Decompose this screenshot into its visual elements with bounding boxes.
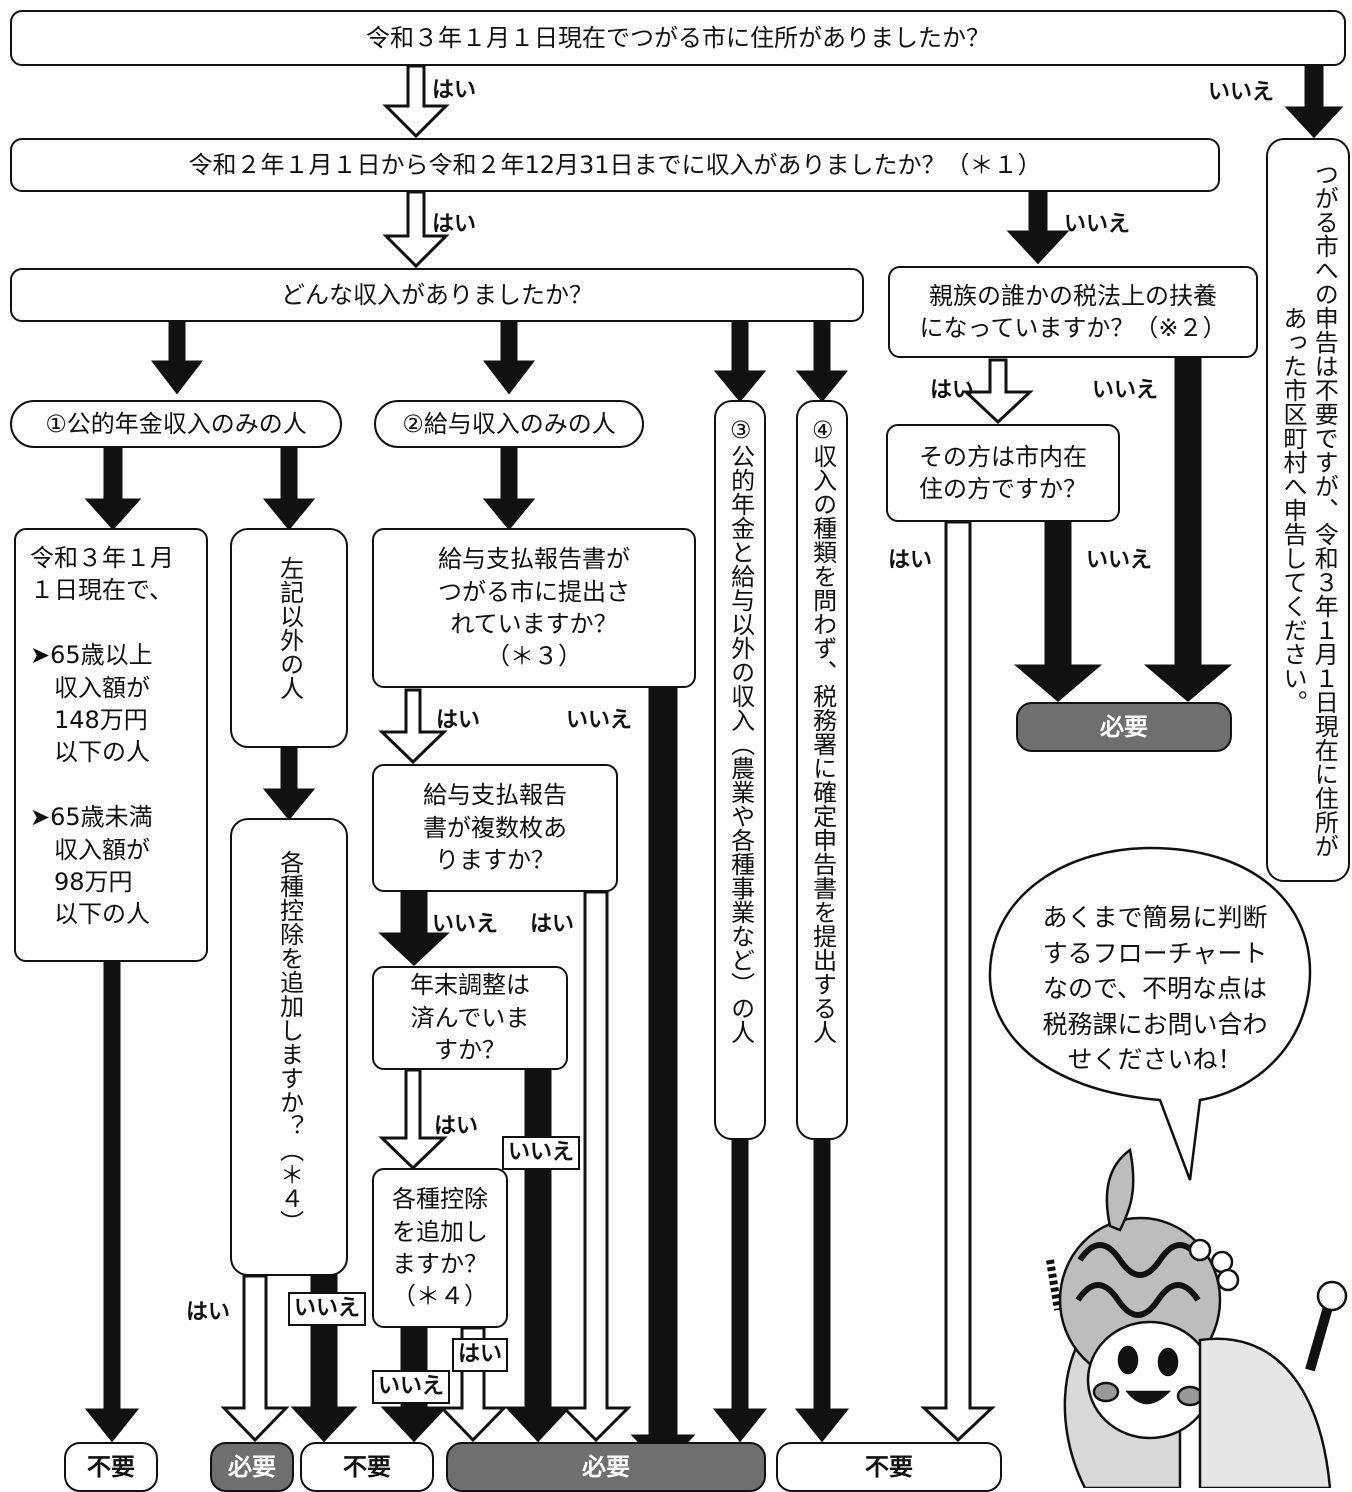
category-other-income: ③公的年金と給与以外の収入（農業や各種事業など）の人: [714, 400, 766, 1140]
arrow-resident-yes: [920, 520, 996, 1443]
arrow-yearend-yes: [378, 1068, 448, 1171]
question-pension-deduction: 各種控除を追加しますか？（＊４）: [230, 818, 348, 1276]
arrow-other-income: [712, 1138, 768, 1443]
label-yes-resident: はい: [888, 548, 933, 573]
label-no-dependent: いいえ: [1092, 378, 1159, 403]
speech-bubble-text: あくまで簡易に判断 するフローチャート なので、不明な点は 税務課にお問い合わ …: [1042, 903, 1268, 1074]
category-tax-office: ④収入の種類を問わず、税務署に確定申告書を提出する人: [796, 400, 848, 1140]
question-income-2020: 令和２年１月１日から令和２年12月31日までに収入がありましたか？（＊１）: [10, 138, 1220, 192]
label-no-pension-deduction: いいえ: [288, 1292, 367, 1326]
label-yes-dependent: はい: [930, 378, 975, 403]
label-yes-pension-deduction: はい: [186, 1300, 231, 1325]
question-income-type: どんな収入がありましたか？: [10, 268, 864, 322]
arrow-cat3: [713, 320, 767, 403]
outcome-not-required-pension-other: 不要: [300, 1442, 434, 1492]
arrow-yearend-no: [504, 1068, 572, 1443]
speech-bubble-shape: [988, 846, 1312, 1181]
arrow-report-no: [630, 686, 696, 1469]
arrow-dependent-yes: [962, 358, 1034, 425]
arrow-resident-no: [1013, 518, 1103, 702]
arrow-pension-cond: [84, 446, 142, 531]
label-no-report: いいえ: [566, 708, 633, 733]
label-yes-q1: はい: [432, 78, 477, 103]
arrow-pdeduct-yes: [220, 1274, 290, 1443]
arrow-no-q2: [1006, 190, 1070, 265]
outcome-not-required-main: 不要: [776, 1442, 1002, 1492]
arrow-dependent-no: [1143, 354, 1233, 702]
question-salary-report: 給与支払報告書が つがる市に提出さ れていますか？ （＊３）: [372, 528, 696, 688]
label-no-yearend: いいえ: [502, 1136, 581, 1170]
mascot-character-icon: [1046, 1147, 1348, 1488]
label-no-q1: いいえ: [1208, 80, 1275, 105]
label-no-resident: いいえ: [1086, 548, 1153, 573]
question-dependent: 親族の誰かの税法上の扶養 になっていますか？（※２）: [888, 266, 1258, 358]
arrow-cat2: [482, 320, 536, 395]
arrow-salary-report: [482, 446, 536, 531]
note-not-resident: つがる市への申告は不要ですが、令和３年１月１日現在に住所があった市区町村へ申告し…: [1266, 138, 1350, 882]
question-multiple-reports: 給与支払報告 書が複数枚あ りますか？: [372, 764, 618, 892]
label-yes-salary-deduction: はい: [452, 1338, 509, 1372]
question-resident: その方は市内在 住の方ですか？: [886, 424, 1120, 522]
category-pension-only: ①公的年金収入のみの人: [10, 400, 342, 448]
arrow-other-deduct: [262, 746, 316, 821]
label-no-multiple: いいえ: [432, 912, 499, 937]
arrow-yes-q1: [382, 64, 450, 139]
label-yes-yearend: はい: [434, 1114, 479, 1139]
arrow-cond-not: [84, 960, 140, 1443]
category-salary-only: ②給与収入のみの人: [374, 400, 644, 448]
outcome-required-main: 必要: [446, 1442, 766, 1492]
label-yes-multiple: はい: [530, 912, 575, 937]
question-salary-deduction: 各種控除 を追加し ますか？ （＊４）: [372, 1168, 508, 1328]
arrow-no-q1: [1284, 64, 1344, 139]
label-yes-report: はい: [436, 708, 481, 733]
pension-condition: 令和３年１月 １日現在で、 ➤65歳以上 収入額が 148万円 以下の人 ➤65…: [14, 528, 208, 962]
arrow-tax-office: [794, 1138, 850, 1443]
arrow-multiple-no: [378, 890, 450, 967]
arrow-yes-q2: [382, 190, 450, 269]
question-year-end: 年末調整は 済んでいま すか？: [372, 966, 568, 1070]
arrow-cat1: [150, 320, 204, 395]
arrow-report-yes: [378, 688, 448, 765]
question-address-jan1: 令和３年１月１日現在でつがる市に住所がありましたか？: [10, 10, 1346, 66]
label-no-salary-deduction: いいえ: [372, 1370, 451, 1404]
outcome-required-pension-deduction: 必要: [210, 1442, 294, 1492]
outcome-not-required-pension: 不要: [64, 1442, 158, 1492]
arrow-multiple-yes: [560, 890, 632, 1443]
outcome-required-dependent: 必要: [1016, 702, 1232, 752]
arrow-pension-other: [262, 446, 316, 531]
arrow-cat4: [795, 320, 849, 403]
pension-other-people: 左記以外の人: [230, 528, 348, 748]
label-yes-q2: はい: [432, 212, 477, 237]
label-no-q2: いいえ: [1064, 212, 1131, 237]
